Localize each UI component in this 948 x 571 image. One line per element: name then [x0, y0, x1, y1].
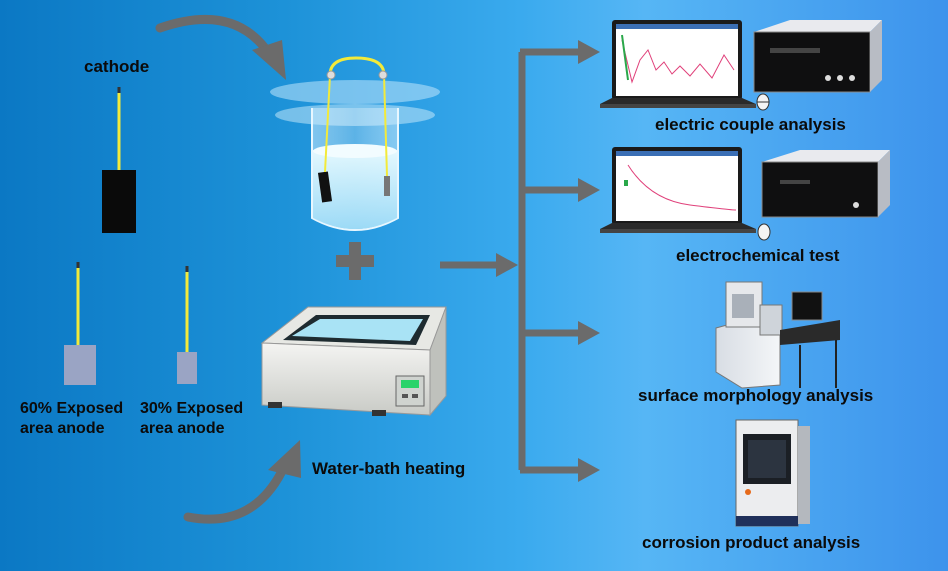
water-bath	[260, 306, 447, 417]
branch-arrows	[518, 40, 600, 482]
cathode-electrode	[102, 87, 136, 233]
laptop-1	[600, 20, 756, 108]
curved-arrow-bottom	[183, 440, 301, 524]
beaker	[270, 56, 440, 231]
analysis-label-electric-couple: electric couple analysis	[655, 115, 846, 134]
anode-60-label: 60% Exposed area anode	[20, 400, 124, 437]
laptop-2	[600, 147, 756, 233]
analysis-label-surface-morphology: surface morphology analysis	[638, 386, 874, 405]
sem-instrument	[715, 281, 840, 389]
analysis-label-electrochemical: electrochemical test	[676, 246, 840, 265]
water-bath-label: Water-bath heating	[312, 459, 466, 478]
mouse-2-icon	[757, 223, 771, 241]
cathode-label: cathode	[84, 57, 150, 76]
potentiostat-2	[761, 150, 890, 218]
anode-30-label: 30% Exposed area anode	[140, 400, 244, 437]
anode-60-electrode	[64, 262, 96, 385]
mouse-1-icon	[756, 93, 770, 111]
anode-30-electrode	[177, 266, 197, 384]
arrow-to-analyses	[440, 253, 518, 277]
potentiostat-1	[753, 20, 882, 93]
plus-sign-icon	[336, 242, 374, 280]
curved-arrow-top	[155, 14, 286, 80]
xrd-instrument	[735, 419, 810, 527]
analysis-label-corrosion-product: corrosion product analysis	[642, 533, 861, 552]
